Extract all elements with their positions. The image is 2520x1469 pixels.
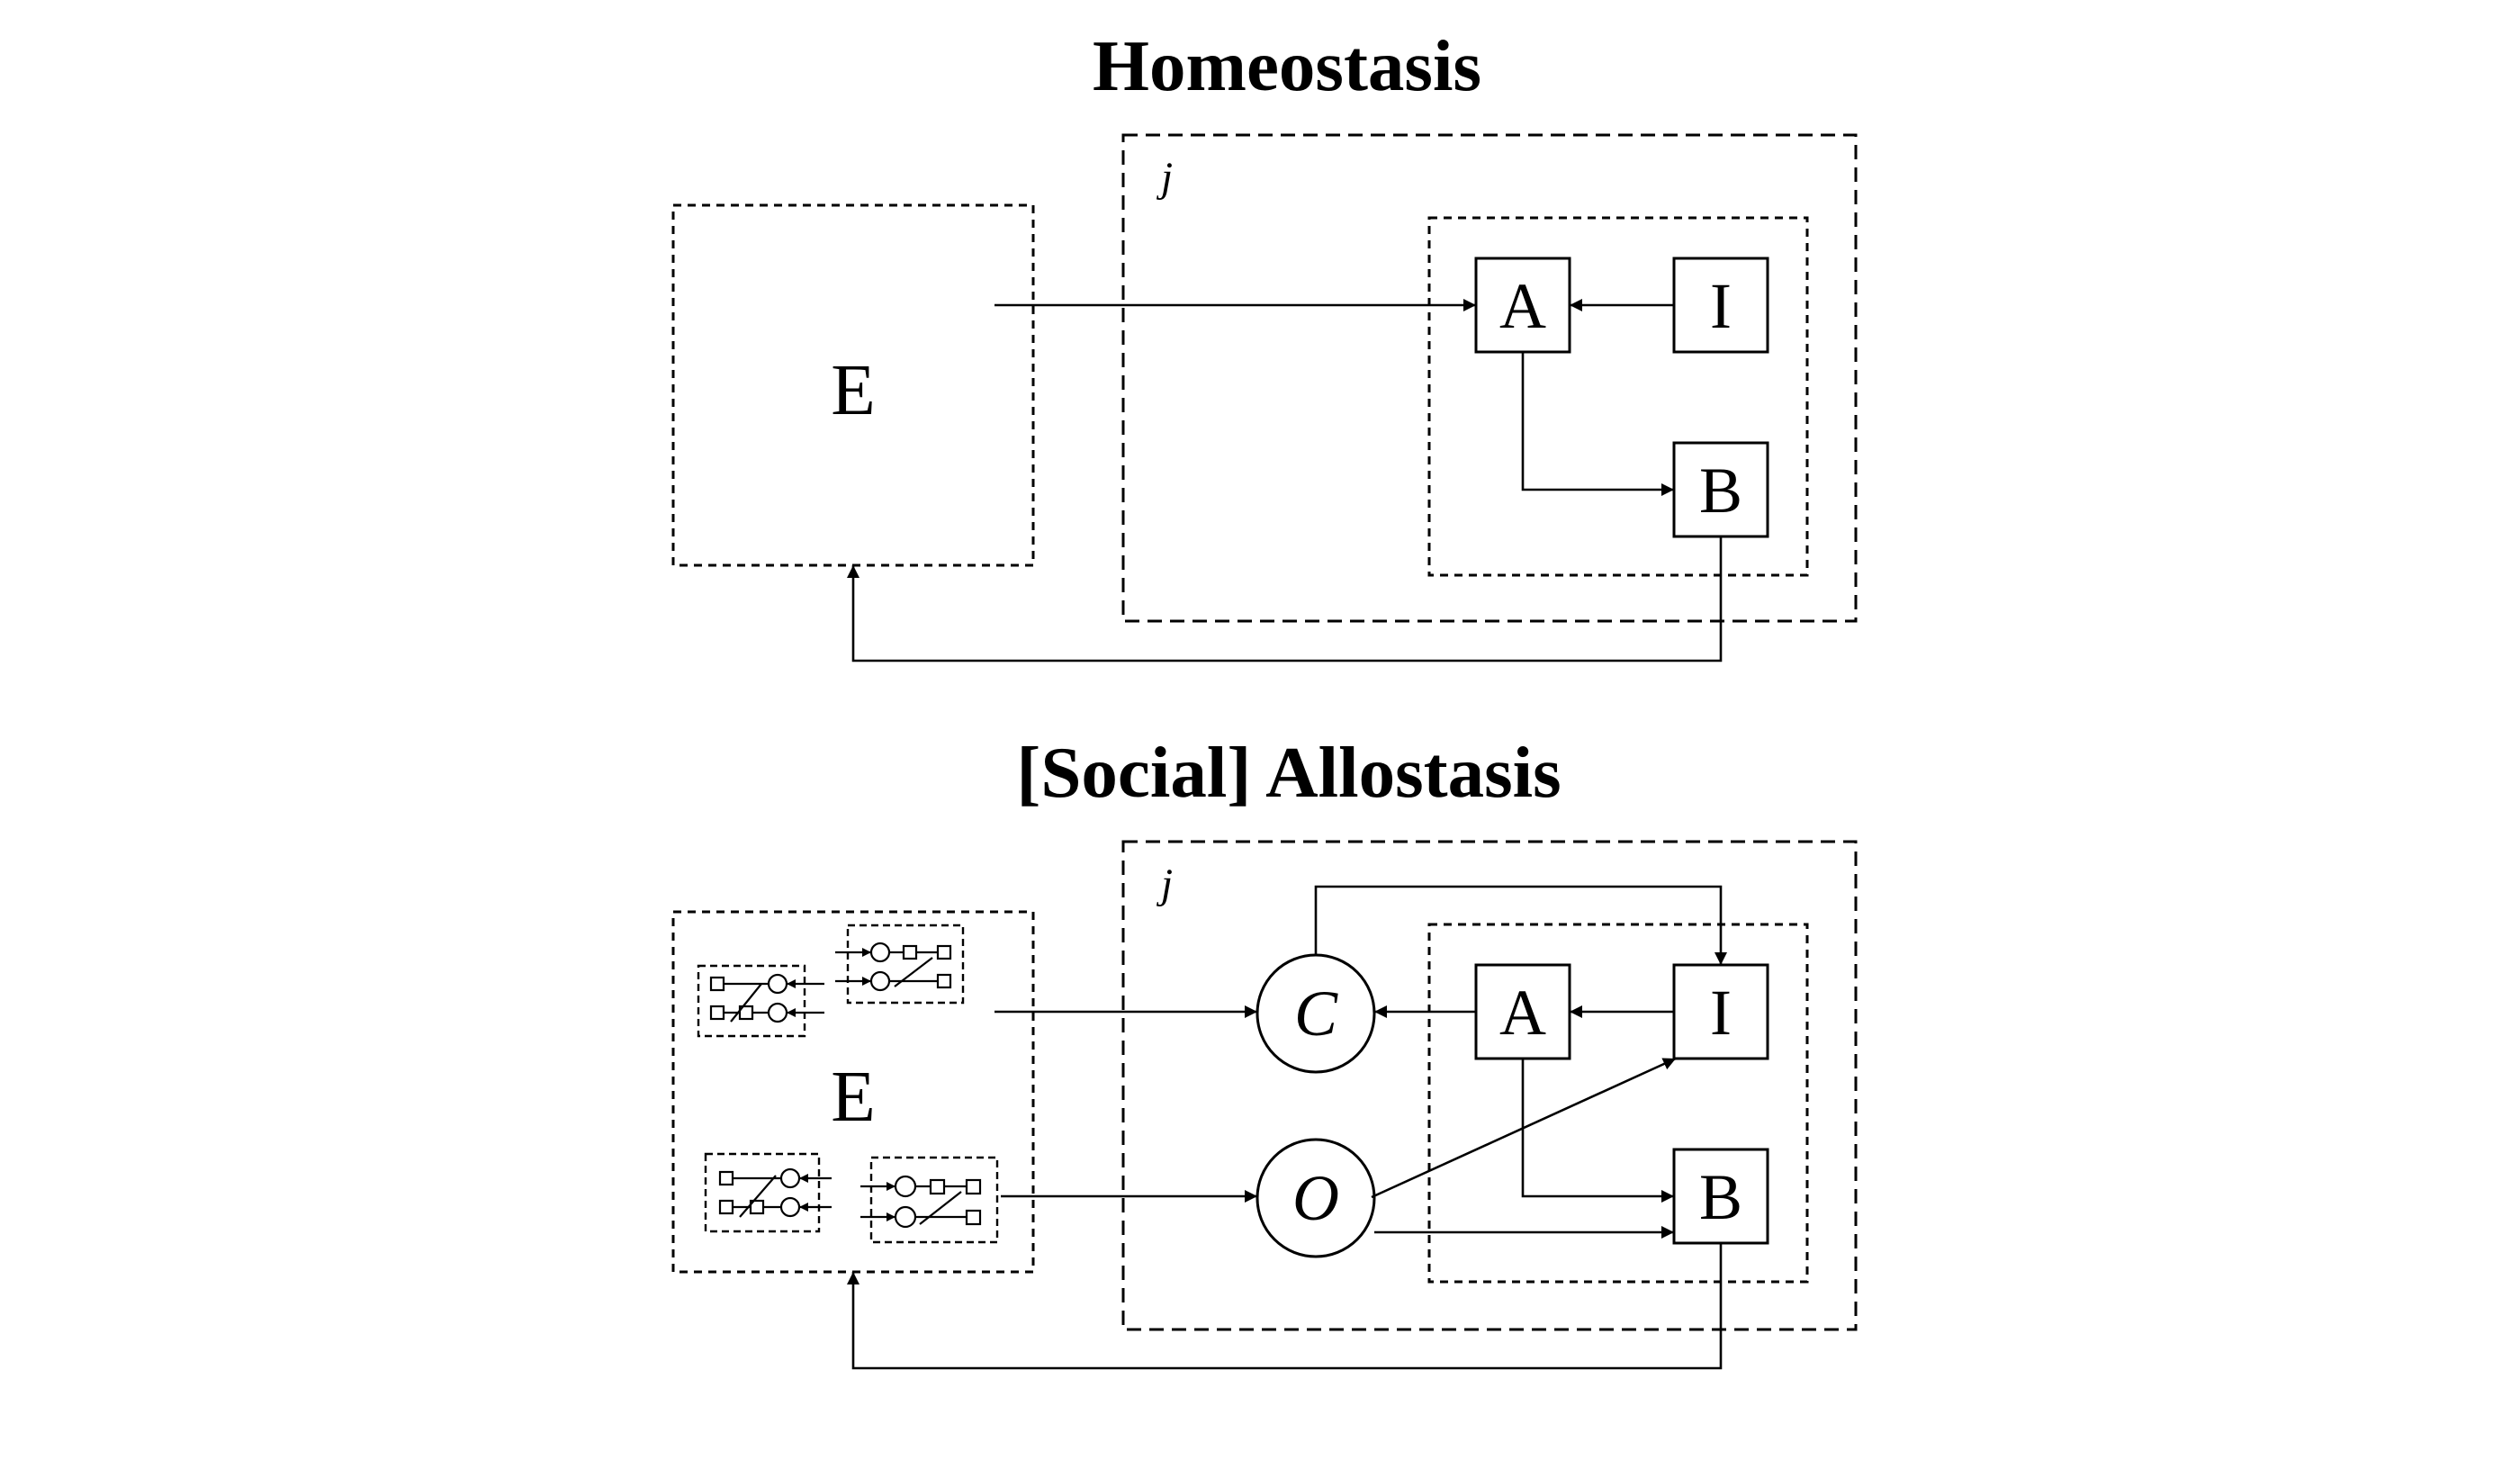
svg-text:A: A bbox=[1499, 977, 1546, 1049]
node-i: I bbox=[1672, 257, 1769, 354]
mini-agent-bottom-left bbox=[704, 1152, 832, 1233]
agent-label: j bbox=[1156, 861, 1173, 907]
svg-text:B: B bbox=[1699, 455, 1742, 527]
arrow-c-to-i bbox=[1314, 885, 1727, 965]
allostasis-title: [Social] Allostasis bbox=[1016, 732, 1561, 813]
svg-text:O: O bbox=[1292, 1162, 1339, 1234]
node-i: I bbox=[1672, 963, 1769, 1060]
svg-text:I: I bbox=[1710, 977, 1732, 1049]
agent-inner-box bbox=[1427, 216, 1809, 577]
mini-agent-top-right bbox=[835, 924, 965, 1005]
svg-text:C: C bbox=[1294, 978, 1338, 1050]
environment-label: E bbox=[831, 349, 875, 430]
agent-outer-box bbox=[1121, 840, 1858, 1331]
arrow-a-to-b bbox=[1521, 352, 1674, 496]
environment-label: E bbox=[831, 1056, 875, 1137]
node-a: A bbox=[1474, 963, 1571, 1060]
arrow-b-to-env bbox=[847, 1243, 1723, 1370]
node-b: B bbox=[1672, 441, 1769, 538]
allostasis-panel: [Social] Allostasis E bbox=[671, 732, 1858, 1370]
agent-label: j bbox=[1156, 154, 1173, 201]
svg-text:I: I bbox=[1710, 270, 1732, 342]
homeostasis-panel: Homeostasis E j A I B bbox=[671, 25, 1858, 662]
homeostasis-title: Homeostasis bbox=[1093, 25, 1481, 106]
node-o: O bbox=[1256, 1138, 1376, 1258]
agent-inner-box bbox=[1427, 923, 1809, 1284]
agent-outer-box bbox=[1121, 133, 1858, 623]
svg-text:B: B bbox=[1699, 1161, 1742, 1233]
node-b: B bbox=[1672, 1148, 1769, 1245]
arrow-b-to-env bbox=[847, 536, 1723, 662]
mini-agent-top-left bbox=[697, 964, 824, 1038]
node-a: A bbox=[1474, 257, 1571, 354]
arrow-o-to-i bbox=[1371, 1057, 1677, 1199]
node-c: C bbox=[1256, 953, 1376, 1074]
mini-agent-bottom-right bbox=[860, 1156, 999, 1244]
svg-text:A: A bbox=[1499, 270, 1546, 342]
arrow-a-to-b bbox=[1521, 1059, 1674, 1203]
